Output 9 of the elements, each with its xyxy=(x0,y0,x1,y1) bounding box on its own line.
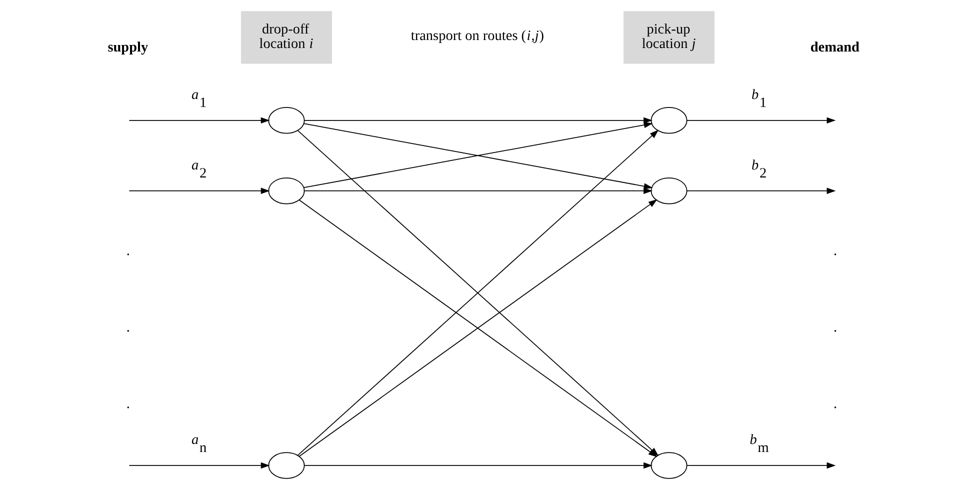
label: demand xyxy=(810,40,860,56)
label: supply xyxy=(108,40,148,56)
label: . xyxy=(834,396,838,412)
label: . xyxy=(834,320,838,336)
label: . xyxy=(126,320,130,336)
label: . xyxy=(834,242,838,259)
label: transport on routes (i,j) xyxy=(410,28,544,44)
label: . xyxy=(126,396,130,412)
label: . xyxy=(126,242,130,259)
